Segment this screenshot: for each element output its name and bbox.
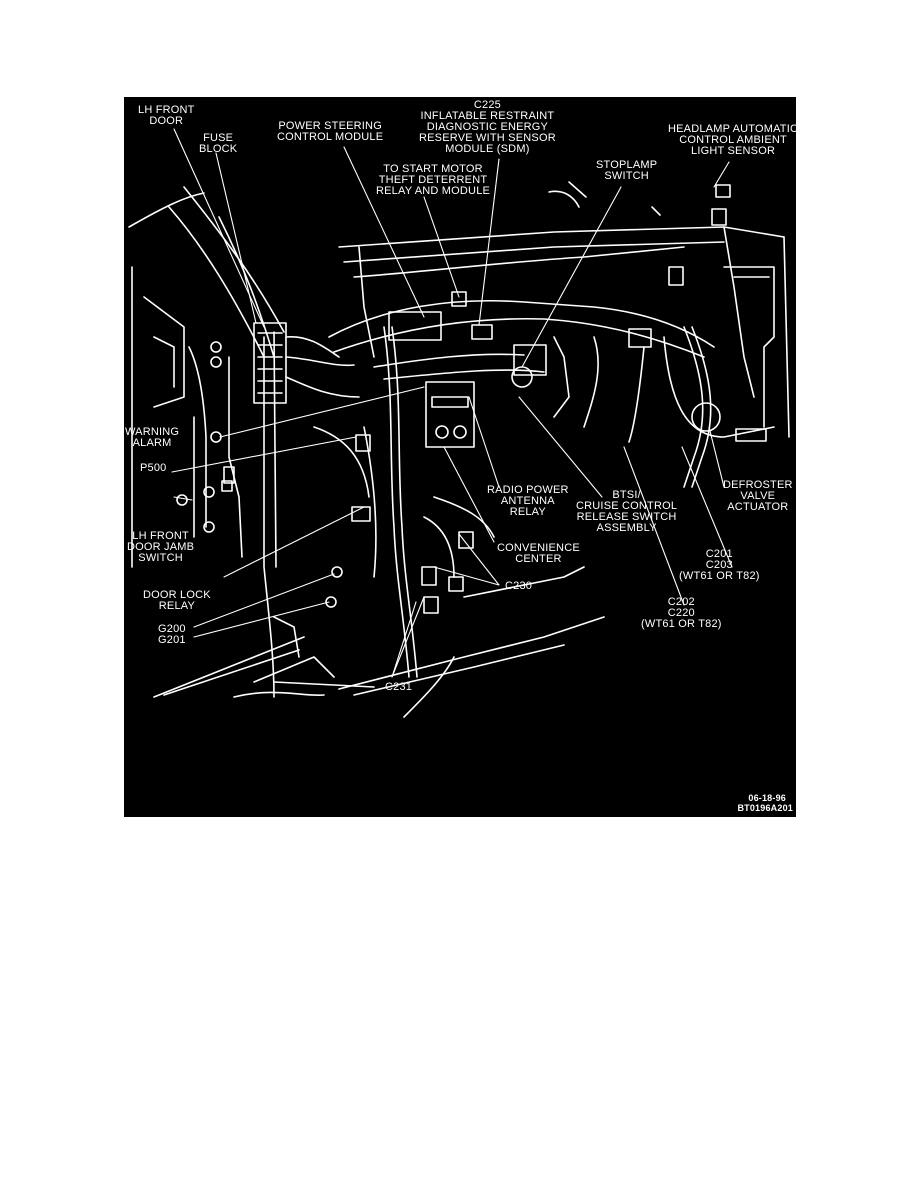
label-headlamp-ambient-light-sensor: HEADLAMP AUTOMATIC CONTROL AMBIENT LIGHT… [668, 123, 796, 157]
label-power-steering-control-module: POWER STEERING CONTROL MODULE [277, 120, 384, 143]
fuse-block-shape [253, 322, 360, 404]
label-defroster-valve-actuator: DEFROSTER VALVE ACTUATOR [723, 479, 793, 513]
label-lh-front-door-jamb-switch: LH FRONT DOOR JAMB SWITCH [127, 530, 195, 564]
label-p500: P500 [140, 462, 167, 474]
component-locator-illustration [128, 128, 790, 718]
wiring-harness [313, 326, 775, 718]
figure-date-stamp: 06-18-96 [748, 793, 786, 803]
label-radio-power-antenna-relay: RADIO POWER ANTENNA RELAY [487, 484, 569, 518]
component-shapes [176, 181, 767, 614]
label-btsi-cruise-control-release-switch: BTSI/ CRUISE CONTROL RELEASE SWITCH ASSE… [576, 489, 678, 534]
label-g200-g201: G200 G201 [158, 623, 186, 646]
figure-code-stamp: BT0196A201 [737, 803, 793, 813]
label-door-lock-relay: DOOR LOCK RELAY [143, 589, 211, 612]
leader-lines [171, 128, 733, 678]
label-warning-alarm: WARNING ALARM [125, 426, 180, 449]
label-c230: C230 [505, 580, 533, 592]
label-c231: C231 [385, 681, 413, 693]
label-convenience-center: CONVENIENCE CENTER [497, 542, 580, 565]
label-start-motor-theft-deterrent: TO START MOTOR THEFT DETERRENT RELAY AND… [376, 163, 491, 197]
label-c202-c220: C202 C220 (WT61 OR T82) [641, 596, 722, 630]
label-c201-c203: C201 C203 (WT61 OR T82) [679, 548, 760, 582]
label-lh-front-door: LH FRONT DOOR [138, 104, 195, 127]
wiring-diagram-figure: LH FRONT DOOR FUSE BLOCK POWER STEERING … [124, 97, 796, 817]
label-c225-sdm: C225 INFLATABLE RESTRAINT DIAGNOSTIC ENE… [419, 99, 556, 155]
instrument-panel-outline [328, 226, 790, 438]
floor-outline [153, 566, 605, 698]
label-stoplamp-switch: STOPLAMP SWITCH [596, 159, 658, 182]
label-fuse-block: FUSE BLOCK [199, 132, 238, 155]
